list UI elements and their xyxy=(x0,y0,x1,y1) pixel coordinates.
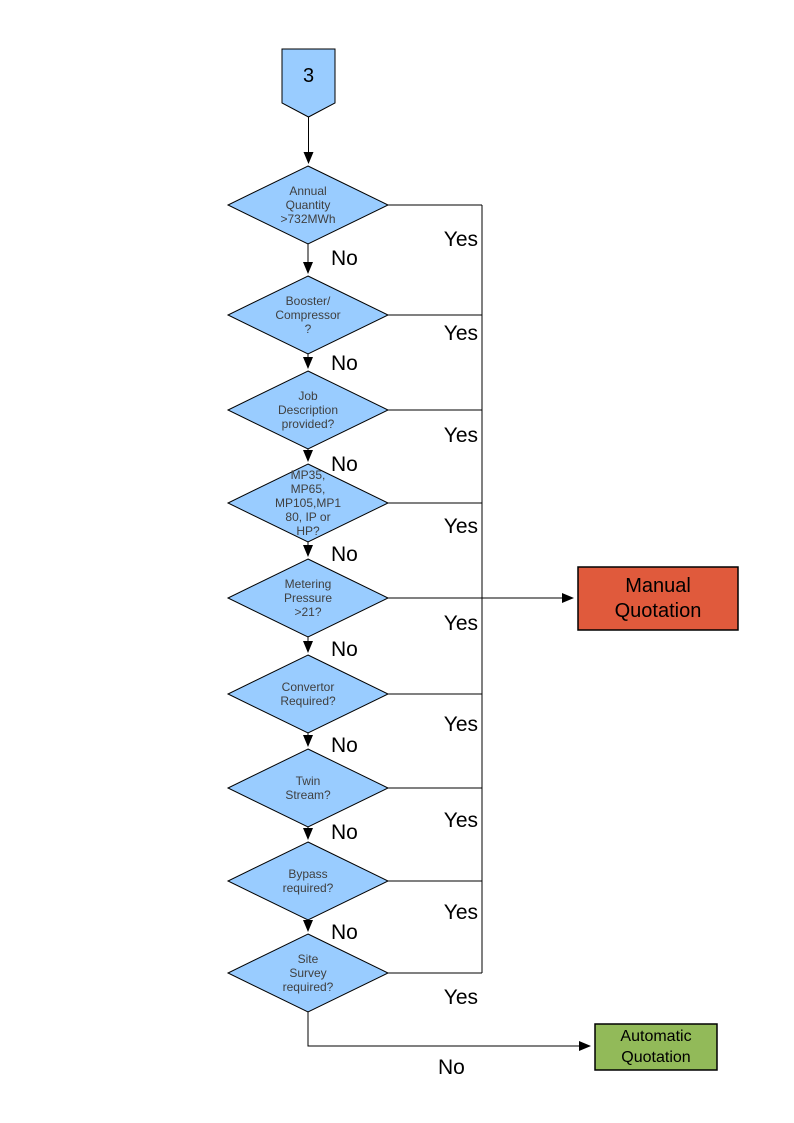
no-label-8: No xyxy=(331,921,358,944)
decision-job-description xyxy=(226,370,390,450)
yes-label-7: Yes xyxy=(443,809,478,832)
no-label-4: No xyxy=(331,543,358,566)
decision-annual-quantity xyxy=(226,165,390,245)
decision-twin-stream xyxy=(226,748,390,828)
decision-label-twin-stream: Twin Stream? xyxy=(285,774,331,802)
yes-label-2: Yes xyxy=(443,322,478,345)
no-label-7: No xyxy=(331,821,358,844)
no-label-1: No xyxy=(331,247,358,270)
decision-label-convertor-required: Convertor Required? xyxy=(280,680,336,708)
decision-metering-pressure xyxy=(226,558,390,638)
offpage-connector-label: 3 xyxy=(302,64,315,87)
yes-label-9: Yes xyxy=(443,986,478,1009)
no-label-6: No xyxy=(331,734,358,757)
manual-quotation-box xyxy=(577,566,739,631)
decision-label-site-survey: Site Survey required? xyxy=(282,952,334,994)
no-label-2: No xyxy=(331,352,358,375)
decision-booster-compressor xyxy=(226,275,390,355)
decision-label-job-description: Job Description provided? xyxy=(277,389,339,431)
manual-quotation-label: Manual Quotation xyxy=(614,574,702,622)
yes-label-4: Yes xyxy=(443,515,478,538)
decision-convertor-required xyxy=(226,654,390,734)
decision-label-annual-quantity: Annual Quantity >732MWh xyxy=(280,184,336,226)
decision-label-booster-compressor: Booster/ Compressor ? xyxy=(275,294,341,336)
decision-label-metering-pressure: Metering Pressure >21? xyxy=(283,577,333,619)
decision-site-survey xyxy=(226,933,390,1013)
decision-label-bypass-required: Bypass required? xyxy=(282,867,334,895)
no-label-9: No xyxy=(438,1056,465,1079)
yes-label-6: Yes xyxy=(443,713,478,736)
automatic-quotation-box xyxy=(594,1023,718,1071)
decision-mp-range xyxy=(226,463,390,543)
yes-label-1: Yes xyxy=(443,228,478,251)
yes-label-3: Yes xyxy=(443,424,478,447)
no-path-to-automatic xyxy=(307,1012,591,1051)
no-label-3: No xyxy=(331,453,358,476)
no-label-5: No xyxy=(331,638,358,661)
offpage-connector-shape xyxy=(281,48,336,118)
decision-label-mp-range: MP35, MP65, MP105,MP1 80, IP or HP? xyxy=(274,468,342,538)
decision-bypass-required xyxy=(226,841,390,921)
automatic-quotation-label: Automatic Quotation xyxy=(620,1028,692,1066)
yes-label-5: Yes xyxy=(443,612,478,635)
yes-label-8: Yes xyxy=(443,901,478,924)
